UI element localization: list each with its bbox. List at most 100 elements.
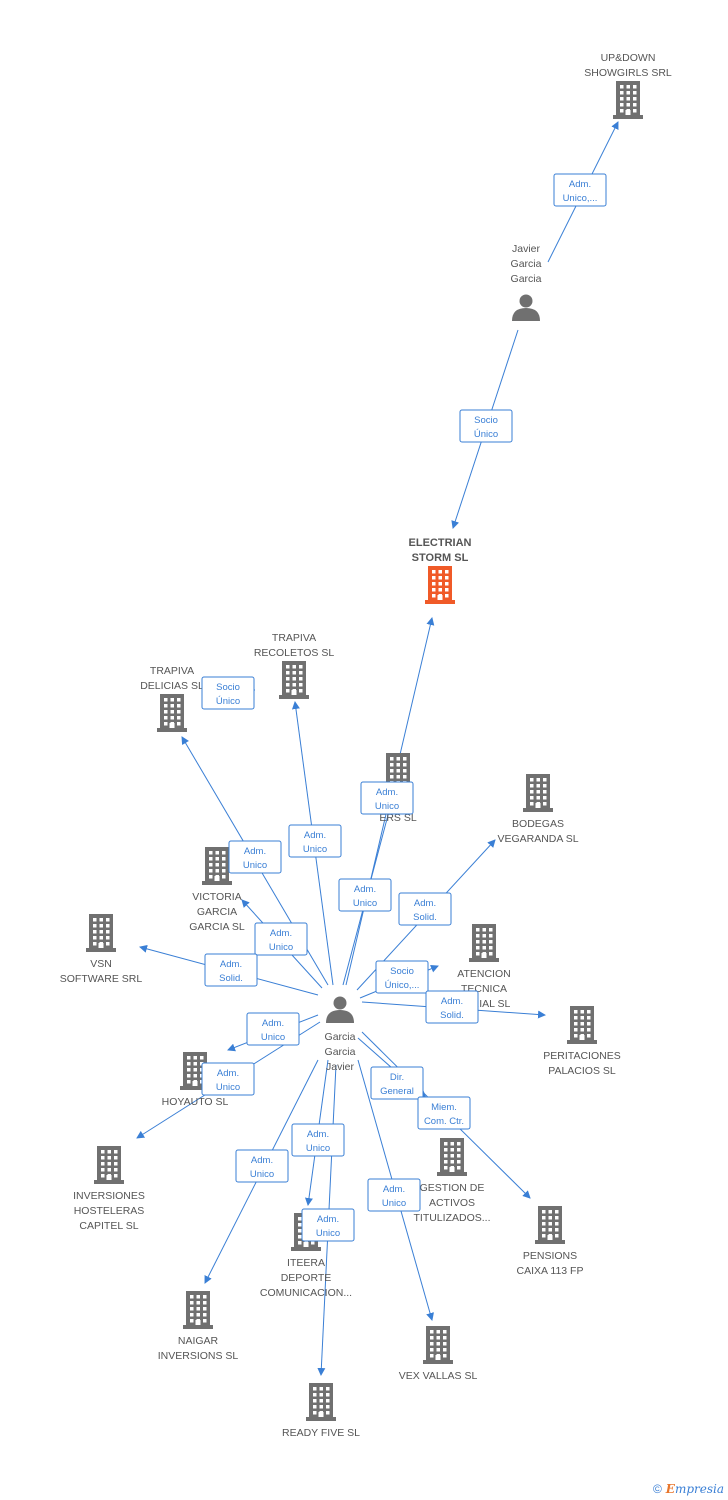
edge-label-garcia-to-vex[interactable]: Adm.Unico (367, 1178, 421, 1212)
node-label: Garcia (325, 1046, 356, 1058)
building-icon (613, 81, 643, 119)
edge-label-text: Unico (269, 942, 293, 953)
node-label: Garcia (511, 273, 542, 285)
empresia-logo: Empresia (665, 1482, 724, 1496)
edge-label-text: Único,... (385, 980, 420, 991)
node-trapiva_del[interactable]: TRAPIVA DELICIAS SL (140, 665, 204, 732)
node-label: ERS SL (379, 812, 417, 824)
node-gestion[interactable]: GESTION DEACTIVOSTITULIZADOS... (413, 1138, 491, 1224)
edge-label-garcia-to-atencion[interactable]: SocioÚnico,... (375, 960, 429, 994)
node-label: SHOWGIRLS SRL (584, 67, 672, 79)
edge-label-garcia-to-peritaciones[interactable]: Adm.Solid. (425, 990, 479, 1024)
edge-label-text: Unico (261, 1032, 285, 1043)
edge-label-text: Único (474, 429, 498, 440)
edge-label-garcia-to-electrian[interactable]: Adm.Unico (338, 878, 392, 912)
edge-label-text: Unico (353, 898, 377, 909)
edge-label-garcia-to-inversiones[interactable]: Adm.Unico (201, 1062, 255, 1096)
person-icon (512, 294, 540, 321)
edge-label-text: Miem. (431, 1102, 457, 1113)
edge-labels-layer: Adm.Unico,...SocioÚnicoAdm.UnicoAdm.Unic… (201, 173, 607, 1242)
node-label: ITEERA (287, 1257, 325, 1269)
edge-label-text: Socio (474, 415, 498, 426)
edge-label-garcia-to-victoria[interactable]: Adm.Unico (254, 922, 308, 956)
building-icon (425, 566, 455, 604)
node-label: ELECTRIAN (409, 537, 472, 549)
node-label: PALACIOS SL (548, 1065, 616, 1077)
node-label: ATENCION (457, 968, 510, 980)
building-icon (180, 1052, 210, 1090)
building-icon (535, 1206, 565, 1244)
node-label: Garcia (511, 258, 542, 270)
edge-label-text: Solid. (219, 973, 243, 984)
edge-label-text: Adm. (376, 787, 398, 798)
node-label: Javier (512, 243, 541, 255)
node-label: HOYAUTO SL (162, 1096, 229, 1108)
node-label: CAIXA 113 FP (517, 1265, 584, 1277)
node-label: READY FIVE SL (282, 1427, 360, 1439)
edge-label-garcia-to-trapiva_rec[interactable]: Adm.Unico (288, 824, 342, 858)
node-vsn[interactable]: VSN SOFTWARE SRL (60, 914, 143, 985)
building-icon (202, 847, 232, 885)
node-label: VSN (90, 958, 112, 970)
footer-brand[interactable]: ©Empresia (653, 1482, 724, 1496)
edge-label-text: Adm. (244, 846, 266, 857)
node-label: HOSTELERAS (74, 1205, 145, 1217)
node-label: INVERSIONES (73, 1190, 145, 1202)
node-hoyauto[interactable]: HOYAUTO SL (162, 1052, 229, 1108)
edge-label-text: Adm. (414, 898, 436, 909)
edge-label-text: Adm. (262, 1018, 284, 1029)
node-label: UP&DOWN (601, 52, 656, 64)
edge-label-text: Adm. (441, 996, 463, 1007)
building-icon (469, 924, 499, 962)
node-label: VEGARANDA SL (497, 833, 578, 845)
edge-label-garcia-to-naigar[interactable]: Adm.Unico (235, 1149, 289, 1183)
node-label: VICTORIA (192, 891, 241, 903)
building-icon (279, 661, 309, 699)
edge-label-text: Adm. (251, 1155, 273, 1166)
edge-label-text: Unico (382, 1198, 406, 1209)
edge-label-text: Solid. (413, 912, 437, 923)
building-icon (306, 1383, 336, 1421)
edge-label-text: Dir. (390, 1072, 404, 1083)
edge-label-garcia-to-trapiva_del[interactable]: Adm.Unico (228, 840, 282, 874)
building-icon (567, 1006, 597, 1044)
edge-label-garcia-to-readyfive[interactable]: Adm. Unico (301, 1208, 355, 1242)
node-pensions[interactable]: PENSIONS CAIXA 113 FP (517, 1206, 584, 1277)
node-vex[interactable]: VEX VALLAS SL (399, 1326, 478, 1382)
edge-label-text: Adm. (317, 1214, 339, 1225)
edge-label-garcia-to-vsn[interactable]: Adm.Solid. (204, 953, 258, 987)
building-icon (157, 694, 187, 732)
node-label: DEPORTE (281, 1272, 332, 1284)
node-label: DELICIAS SL (140, 680, 204, 692)
node-readyfive[interactable]: READY FIVE SL (282, 1383, 360, 1439)
node-label: TRAPIVA (150, 665, 194, 677)
edge-label-garcia-to-bodegas[interactable]: Adm. Solid. (398, 892, 452, 926)
edge-label-garcia-to-hoyauto[interactable]: Adm. Unico (246, 1012, 300, 1046)
node-label: PENSIONS (523, 1250, 577, 1262)
edge-label-garcia-to-garners[interactable]: Adm.Unico (360, 781, 414, 815)
node-updown[interactable]: UP&DOWN SHOWGIRLS SRL (584, 52, 672, 119)
edge-label-javier-to-updown[interactable]: Adm.Unico,... (553, 173, 607, 207)
edge-label-garcia-to-gestion[interactable]: Dir.General (370, 1066, 424, 1100)
edge-label-text: Unico (316, 1228, 340, 1239)
node-label: SOFTWARE SRL (60, 973, 143, 985)
node-label: GESTION DE (420, 1182, 485, 1194)
node-label: INVERSIONS SL (158, 1350, 239, 1362)
edge-label-text: Adm. (569, 179, 591, 190)
edge-label-garcia-to-pensions[interactable]: Miem.Com. Ctr. (417, 1096, 471, 1130)
edge-label-text: Unico (306, 1143, 330, 1154)
edge-label-garcia-to-iteera[interactable]: Adm.Unico (291, 1123, 345, 1157)
node-label: COMUNICACION... (260, 1287, 352, 1299)
